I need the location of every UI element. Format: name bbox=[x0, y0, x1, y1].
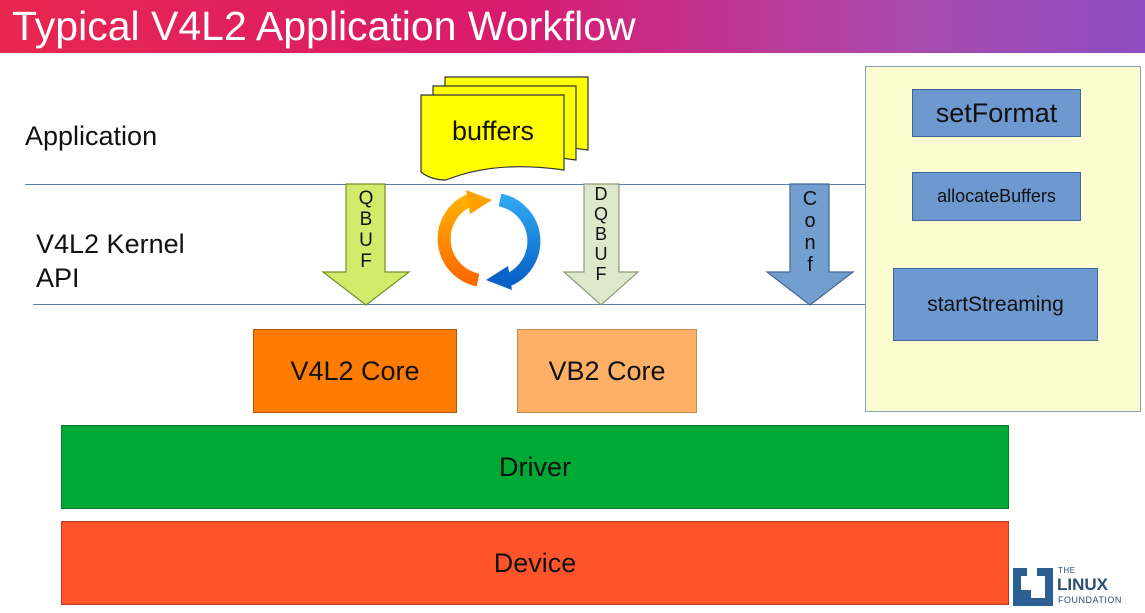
dqbuf-letter: F bbox=[595, 264, 607, 284]
page-title: Typical V4L2 Application Workflow bbox=[12, 3, 636, 49]
device-box: Device bbox=[61, 521, 1009, 605]
dqbuf-letter: D bbox=[594, 184, 608, 204]
dqbuf-label: D Q B U F bbox=[591, 184, 611, 284]
dqbuf-letter: B bbox=[594, 224, 607, 244]
linux-foundation-mark-icon bbox=[1013, 568, 1053, 606]
application-layer-label: Application bbox=[25, 121, 158, 151]
qbuf-letter: Q bbox=[358, 188, 374, 209]
conf-letter: n bbox=[804, 232, 816, 254]
conf-label: C o n f bbox=[800, 188, 820, 276]
setformat-step: setFormat bbox=[912, 89, 1081, 137]
logo-line3: FOUNDATION bbox=[1058, 595, 1122, 605]
allocatebuffers-step: allocateBuffers bbox=[912, 172, 1081, 221]
kernel-core-divider bbox=[33, 304, 865, 305]
logo-line1: THE bbox=[1058, 566, 1076, 575]
startstreaming-step: startStreaming bbox=[893, 268, 1098, 341]
buffers-stack-icon bbox=[420, 76, 589, 181]
conf-letter: C bbox=[802, 188, 818, 210]
v4l2-core-box: V4L2 Core bbox=[253, 329, 457, 413]
driver-box: Driver bbox=[61, 425, 1009, 509]
dqbuf-arrow bbox=[562, 183, 640, 306]
vb2-core-box: VB2 Core bbox=[517, 329, 697, 413]
qbuf-letter: F bbox=[360, 251, 372, 272]
conf-letter: f bbox=[807, 254, 813, 276]
logo-line2: LINUX bbox=[1057, 575, 1108, 594]
cycle-icon bbox=[437, 190, 541, 290]
conf-arrow bbox=[765, 183, 855, 306]
title-bar: Typical V4L2 Application Workflow bbox=[0, 0, 1145, 53]
qbuf-letter: U bbox=[359, 230, 373, 251]
buffers-label: buffers bbox=[451, 115, 535, 146]
qbuf-label: Q B U F bbox=[356, 188, 376, 272]
conf-letter: o bbox=[804, 210, 816, 232]
linux-foundation-logo: THE LINUX FOUNDATION bbox=[1013, 566, 1143, 611]
qbuf-letter: B bbox=[359, 209, 373, 230]
application-kernel-divider bbox=[25, 184, 865, 185]
dqbuf-letter: U bbox=[594, 244, 608, 264]
qbuf-arrow bbox=[321, 183, 411, 306]
dqbuf-letter: Q bbox=[593, 204, 608, 224]
kernel-api-label-line2: API bbox=[36, 263, 80, 293]
kernel-api-label-line1: V4L2 Kernel bbox=[36, 229, 185, 259]
